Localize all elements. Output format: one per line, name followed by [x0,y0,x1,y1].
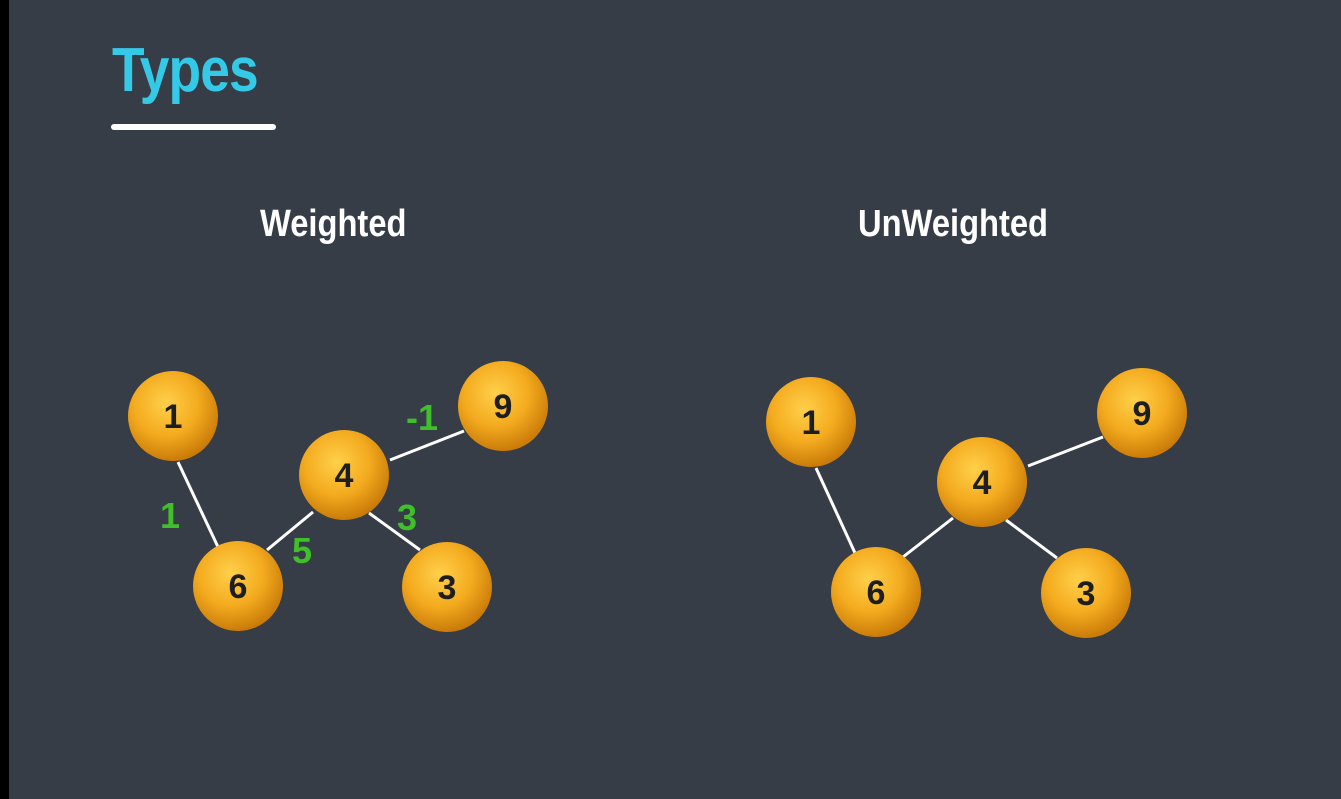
weight-label-6-4: 5 [292,530,312,571]
node-label: 4 [335,457,354,495]
title-underline [111,124,276,130]
weighted-edge-4-9 [389,429,465,462]
weighted-heading: Weighted [260,203,407,245]
page-title: Types [112,36,259,105]
unweighted-node-4: 4 [937,437,1027,527]
node-label: 9 [1133,395,1152,433]
unweighted-edge-4-9 [1027,435,1104,468]
unweighted-edge-1-6 [814,467,857,554]
unweighted-edge-4-3 [1005,518,1058,560]
node-label: 1 [164,398,183,436]
unweighted-heading: UnWeighted [858,203,1049,245]
unweighted-node-9: 9 [1097,368,1187,458]
unweighted-node-6: 6 [831,547,921,637]
unweighted-graph: 1 6 4 9 3 [766,368,1187,638]
weighted-edge-4-3 [368,511,421,552]
weighted-node-6: 6 [193,541,283,631]
node-label: 6 [867,574,886,612]
node-label: 4 [973,464,992,502]
weighted-node-1: 1 [128,371,218,461]
node-label: 1 [802,404,821,442]
node-label: 6 [229,568,248,606]
weight-label-4-9: -1 [406,397,438,438]
weighted-node-3: 3 [402,542,492,632]
weighted-graph: 1 5 -1 3 1 6 4 9 3 [128,361,548,632]
unweighted-node-1: 1 [766,377,856,467]
weight-label-4-3: 3 [397,497,417,538]
node-label: 3 [438,569,457,607]
unweighted-node-3: 3 [1041,548,1131,638]
node-label: 3 [1077,575,1096,613]
weighted-node-4: 4 [299,430,389,520]
weight-label-1-6: 1 [160,495,180,536]
node-label: 9 [494,388,513,426]
weighted-node-9: 9 [458,361,548,451]
unweighted-edge-6-4 [902,516,954,559]
weighted-edge-6-4 [266,510,314,552]
weighted-edge-1-6 [176,461,220,548]
left-edge-bar [0,0,9,799]
